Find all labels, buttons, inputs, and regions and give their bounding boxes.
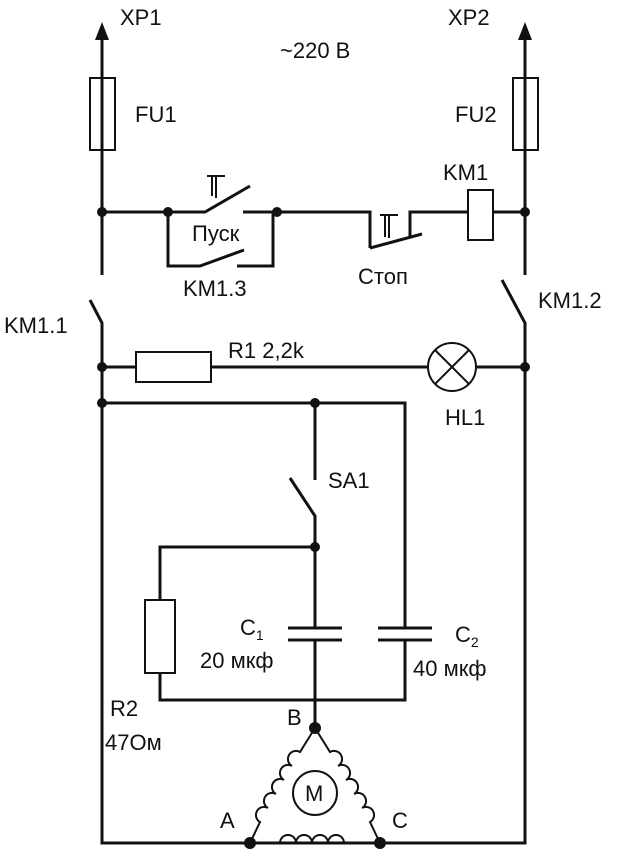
start-button: [207, 175, 225, 198]
wires: [88, 22, 539, 845]
label-xp1: XP1: [120, 5, 162, 30]
km1-1-km1-2-contacts: [88, 279, 527, 845]
label-r1: R1 2,2k: [228, 338, 305, 363]
label-r2: R2: [110, 696, 138, 721]
label-c: C: [392, 808, 408, 833]
label-hl1: HL1: [445, 405, 485, 430]
label-xp2: XP2: [448, 5, 490, 30]
label-a: A: [220, 808, 235, 833]
km1-3-contact: [166, 212, 275, 268]
fuse-fu1: [89, 77, 116, 151]
resistor-r1: [135, 351, 212, 383]
label-c2: C2: [455, 622, 479, 650]
motor: [249, 727, 381, 844]
label-fu2: FU2: [455, 102, 497, 127]
label-fu1: FU1: [135, 102, 177, 127]
label-pusk: Пуск: [192, 221, 240, 246]
label-r2-value: 47Ом: [105, 730, 162, 755]
label-stop: Стоп: [358, 264, 408, 289]
fuse-fu2: [512, 77, 539, 151]
label-c2-value: 40 мкф: [413, 656, 486, 681]
km1-coil: [467, 189, 494, 241]
label-km1-3: KM1.3: [183, 276, 247, 301]
label-sa1: SA1: [328, 468, 370, 493]
label-voltage: ~220 В: [280, 38, 350, 63]
resistor-r2: [144, 599, 176, 674]
label-km1-2: KM1.2: [538, 288, 602, 313]
label-km1-1: KM1.1: [4, 313, 68, 338]
junctions: [97, 207, 530, 849]
label-c1: C1: [240, 615, 264, 643]
label-b: B: [287, 705, 302, 730]
stop-button: [380, 214, 398, 238]
capacitors: [288, 626, 432, 642]
label-motor: M: [305, 781, 323, 806]
lamp-hl1: [427, 342, 477, 392]
label-km1: KM1: [443, 160, 488, 185]
label-c1-value: 20 мкф: [200, 648, 273, 673]
